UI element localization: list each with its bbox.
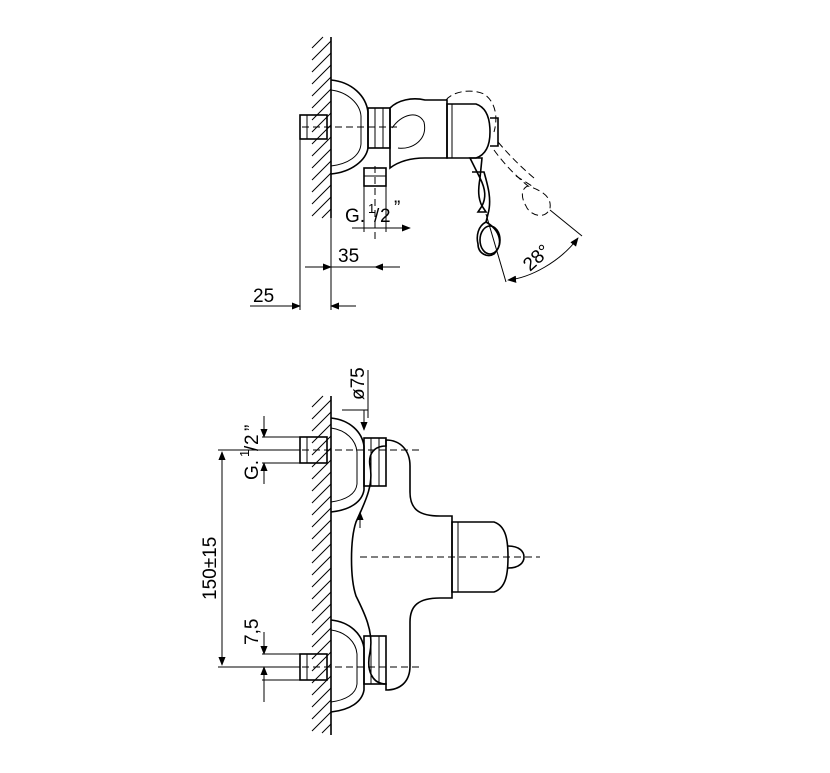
thread-label-num-front: 1 xyxy=(237,450,252,457)
lever-handle-top xyxy=(468,157,501,257)
hex-nut-top xyxy=(367,107,391,149)
hex-nut-lower xyxy=(363,635,387,685)
dimension-7-5: 7,5 xyxy=(242,619,263,645)
dimension-25: 25 xyxy=(253,286,274,307)
lever-handle-rotated-dashed xyxy=(445,90,551,216)
angle-28: 28° xyxy=(519,241,554,276)
valve-body-top xyxy=(389,98,448,170)
thread-label-suffix-top: ” xyxy=(394,198,400,219)
dimension-35: 35 xyxy=(338,246,359,267)
front-view: ø75 G. 1 / 2 ” 150±15 7,5 xyxy=(200,367,540,735)
thread-label-prefix-top: G. xyxy=(345,206,365,227)
thread-label-suffix-front: ” xyxy=(242,425,263,431)
thread-label-den-front: 2 xyxy=(242,434,263,445)
thread-label-slash-top: / xyxy=(374,206,380,227)
dimension-150: 150±15 xyxy=(200,537,221,600)
hex-nut-upper xyxy=(363,437,387,487)
cartridge-cap-top xyxy=(446,103,499,159)
valve-body-front xyxy=(350,439,453,691)
wall-rosette-lower xyxy=(330,619,365,713)
side-view: G. 1 / 2 ” 35 25 28° xyxy=(250,36,583,310)
wall-hatching-front xyxy=(311,395,332,735)
diameter-75: ø75 xyxy=(348,367,369,400)
thread-label-num-top: 1 xyxy=(368,201,375,216)
thread-label-den-top: 2 xyxy=(380,206,391,227)
wall-rosette-upper xyxy=(330,417,365,513)
thread-label-prefix-front: G. xyxy=(242,460,263,480)
thread-label-slash-front: / xyxy=(242,445,263,451)
